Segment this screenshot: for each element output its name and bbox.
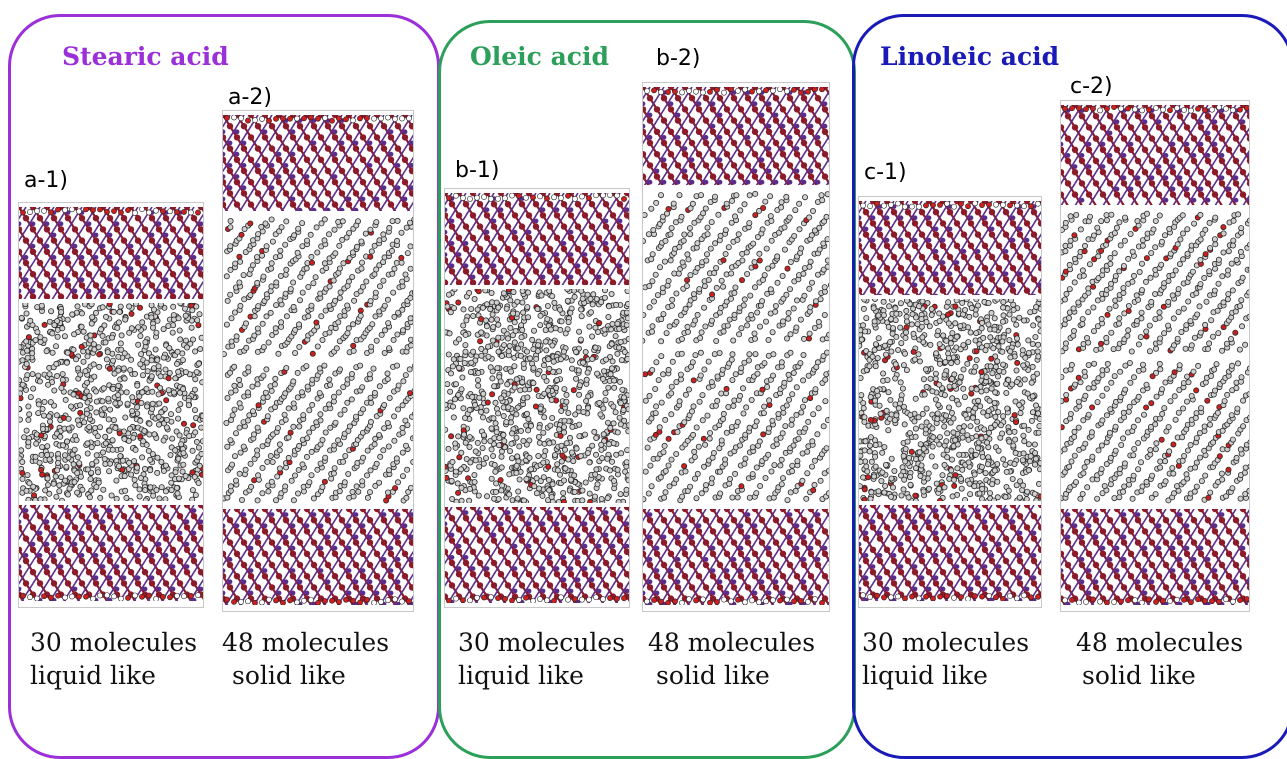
caption-a2: 48 molecules solid like — [222, 626, 389, 692]
bottom-oxide-slab — [643, 509, 829, 605]
bottom-oxide-slab — [445, 507, 629, 603]
caption-state: solid like — [222, 659, 389, 692]
snapshot-a1 — [18, 202, 204, 608]
top-oxide-slab — [223, 115, 413, 211]
caption-count: 48 molecules — [1076, 626, 1243, 659]
panel-label-b2: b-2) — [656, 46, 700, 71]
panel-label-c1: c-1) — [864, 160, 907, 185]
bottom-oxide-slab — [223, 509, 413, 605]
panel-label-c2: c-2) — [1070, 74, 1113, 99]
group-title-oleic: Oleic acid — [470, 42, 609, 71]
snapshot-b1 — [444, 188, 630, 608]
organic-layer — [859, 299, 1041, 501]
top-oxide-slab — [643, 87, 829, 185]
snapshot-c1 — [858, 196, 1042, 608]
organic-layer — [223, 215, 413, 507]
caption-state: solid like — [648, 659, 815, 692]
caption-state: liquid like — [30, 659, 197, 692]
caption-state: solid like — [1076, 659, 1243, 692]
caption-b2: 48 molecules solid like — [648, 626, 815, 692]
bottom-oxide-slab — [1061, 509, 1249, 605]
caption-count: 48 molecules — [222, 626, 389, 659]
bottom-oxide-slab — [859, 505, 1041, 601]
caption-c2: 48 molecules solid like — [1076, 626, 1243, 692]
snapshot-c2 — [1060, 100, 1250, 612]
panel-label-a2: a-2) — [228, 85, 272, 110]
panel-label-b1: b-1) — [455, 158, 499, 183]
group-title-linoleic: Linoleic acid — [880, 42, 1059, 71]
caption-count: 48 molecules — [648, 626, 815, 659]
caption-count: 30 molecules — [30, 626, 197, 659]
snapshot-b2 — [642, 82, 830, 612]
organic-layer — [19, 303, 203, 501]
organic-layer — [1061, 209, 1249, 507]
bottom-oxide-slab — [19, 505, 203, 601]
caption-state: liquid like — [458, 659, 625, 692]
organic-layer — [445, 289, 629, 503]
caption-c1: 30 molecules liquid like — [862, 626, 1029, 692]
caption-state: liquid like — [862, 659, 1029, 692]
caption-count: 30 molecules — [862, 626, 1029, 659]
top-oxide-slab — [1061, 105, 1249, 205]
caption-count: 30 molecules — [458, 626, 625, 659]
organic-layer — [643, 189, 829, 507]
caption-a1: 30 molecules liquid like — [30, 626, 197, 692]
snapshot-a2 — [222, 110, 414, 612]
top-oxide-slab — [445, 193, 629, 285]
group-title-stearic: Stearic acid — [62, 42, 229, 71]
top-oxide-slab — [19, 207, 203, 299]
panel-label-a1: a-1) — [24, 168, 68, 193]
caption-b1: 30 molecules liquid like — [458, 626, 625, 692]
top-oxide-slab — [859, 201, 1041, 295]
